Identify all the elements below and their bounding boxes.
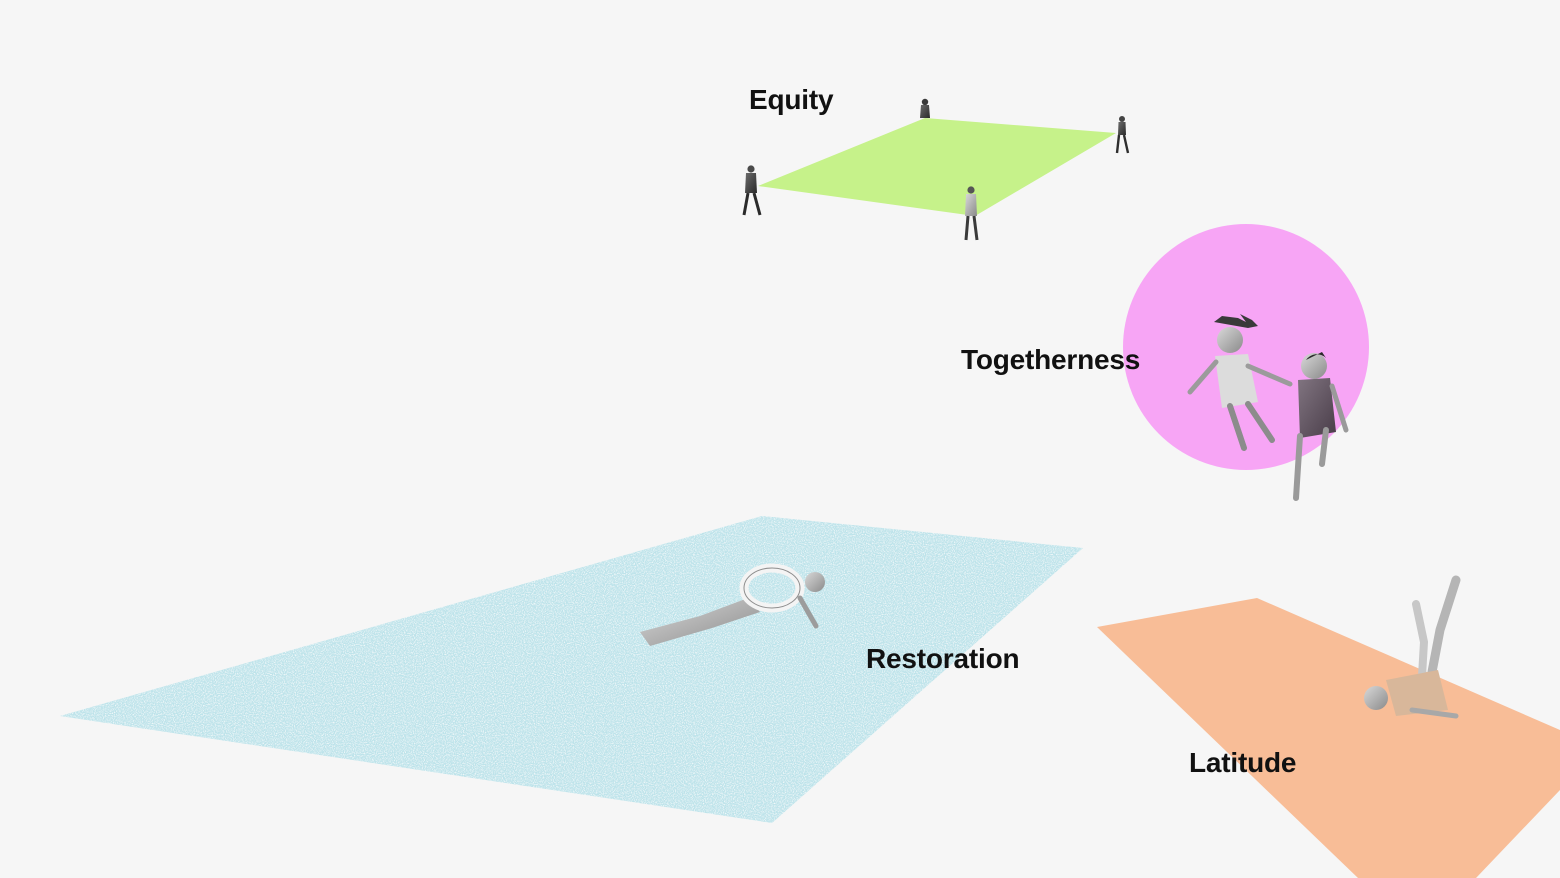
togetherness-label: Togetherness bbox=[961, 344, 1141, 375]
equity-sheet bbox=[758, 118, 1116, 216]
equity-group bbox=[742, 98, 1130, 241]
children-running-icon bbox=[1187, 314, 1349, 501]
floating-swimmer-icon bbox=[640, 563, 825, 646]
togetherness-circle bbox=[1123, 224, 1369, 470]
latitude-group bbox=[1097, 575, 1560, 878]
restoration-group bbox=[60, 516, 1083, 823]
person-figure-icon bbox=[1115, 116, 1130, 154]
latitude-plane bbox=[1097, 598, 1560, 878]
restoration-label: Restoration bbox=[866, 643, 1020, 674]
equity-label: Equity bbox=[749, 84, 834, 115]
person-figure-icon bbox=[742, 165, 762, 216]
person-figure-icon bbox=[964, 186, 979, 241]
person-figure-icon bbox=[920, 98, 930, 118]
latitude-label: Latitude bbox=[1189, 747, 1297, 778]
restoration-plane bbox=[60, 516, 1083, 823]
togetherness-group bbox=[1123, 224, 1369, 501]
tumbling-diver-icon bbox=[1364, 575, 1461, 719]
